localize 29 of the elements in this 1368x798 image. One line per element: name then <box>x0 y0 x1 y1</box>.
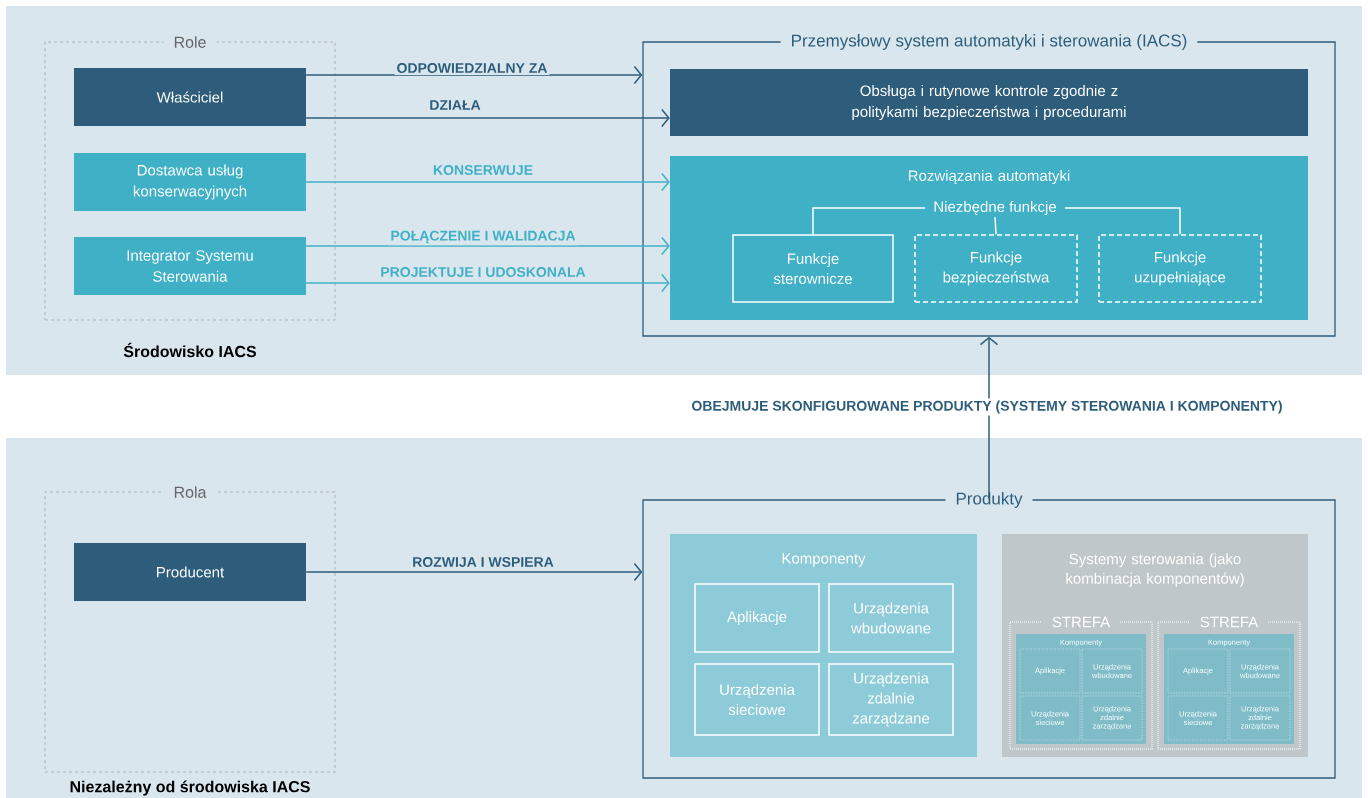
connector-line <box>812 207 926 235</box>
role-box: Integrator Systemu Sterowania <box>74 237 306 295</box>
role-box: Dostawca usług konserwacyjnych <box>74 153 306 211</box>
function-box: Urządzenia sieciowe <box>694 663 820 736</box>
arrow <box>305 65 643 85</box>
function-box: Funkcje bezpieczeństwa <box>914 234 1078 303</box>
arrow <box>305 236 670 256</box>
edge-label: KONSERWUJE <box>430 163 536 177</box>
arrow <box>305 108 670 128</box>
role-box: Właściciel <box>74 68 306 126</box>
connector-line <box>994 216 997 235</box>
edge-label: OBEJMUJE SKONFIGUROWANE PRODUKTY (SYSTEMY STEROWANIA I KOMPONENTY) <box>689 398 1285 416</box>
edge-label: PROJEKTUJE I UDOSKONALA <box>378 265 588 279</box>
function-box: Funkcje sterownicze <box>732 234 894 303</box>
function-box: Urządzenia wbudowane <box>828 583 954 653</box>
connector-line <box>1064 207 1181 235</box>
function-box: Aplikacje <box>694 583 820 653</box>
bracket-heading: Niezbędne funkcje <box>925 199 1065 217</box>
edge-label: ODPOWIEDZIALNY ZA <box>394 61 550 75</box>
function-box: Urządzenia zdalnie zarządzane <box>828 663 954 736</box>
edge-label: DZIAŁA <box>427 98 483 112</box>
arrow <box>979 336 999 501</box>
role-box: Obsługa i rutynowe kontrole zgodnie z politykami bezpieczeństwa i procedurami <box>670 69 1308 136</box>
arrow <box>305 273 670 293</box>
arrow <box>305 172 670 192</box>
arrow <box>305 562 643 582</box>
role-box: Producent <box>74 543 306 601</box>
edge-label: ROZWIJA I WSPIERA <box>410 555 556 569</box>
function-box: Funkcje uzupełniające <box>1098 234 1262 303</box>
